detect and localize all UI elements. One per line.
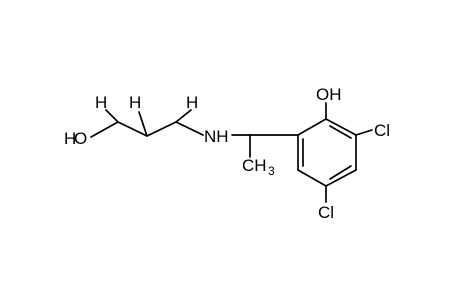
bond-ring-cl-ortho: [355, 129, 373, 136]
methyl-label: CH: [242, 156, 267, 175]
bond-c2-c3: [146, 121, 177, 137]
ring-bond-1: [297, 118, 327, 136]
chlorine-para-label: Cl: [318, 203, 334, 222]
hydroxyl-h-label: H: [64, 129, 76, 148]
ring-bond-4: [325, 169, 357, 187]
ring-double-1: [329, 125, 352, 139]
ring-bond-5: [297, 169, 327, 187]
phenol-oh-label: OH: [316, 85, 342, 104]
hydrogen-label-3: H: [186, 93, 198, 112]
amine-label: NH: [204, 127, 229, 146]
bond-c1-c2: [117, 121, 148, 137]
bond-c2-h: [138, 111, 148, 137]
hydroxyl-o-label: O: [74, 129, 87, 148]
ring-bond-2: [325, 118, 357, 136]
methyl-subscript: 3: [268, 164, 275, 178]
bond-c3-n: [175, 121, 204, 136]
chlorine-ortho-label: Cl: [374, 121, 390, 140]
bond-c1-h: [105, 109, 119, 123]
bond-o-c1: [90, 121, 119, 138]
bond-c3-h: [175, 109, 192, 123]
ring-double-2: [329, 165, 352, 180]
hydrogen-label-2: H: [129, 93, 141, 112]
hydrogen-label-1: H: [95, 93, 107, 112]
